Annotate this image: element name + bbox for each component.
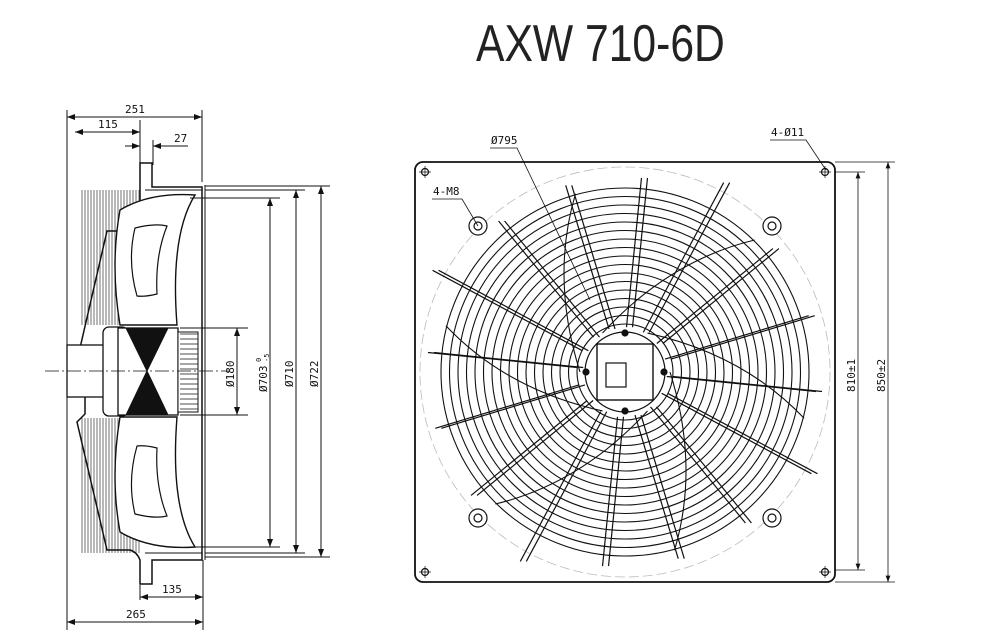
dim-d703-group: Ø703 0 -5 bbox=[255, 354, 271, 392]
guard-spoke bbox=[664, 315, 809, 360]
guard-spoke bbox=[650, 406, 746, 524]
hole-crosshair bbox=[419, 166, 431, 178]
blade-edge bbox=[602, 239, 755, 334]
guard-ring bbox=[482, 229, 768, 515]
guard-spoke bbox=[672, 375, 823, 393]
guard-ring bbox=[516, 263, 734, 481]
guard-spoke bbox=[441, 384, 586, 429]
motor-mount-lug bbox=[762, 508, 782, 528]
guard-ring bbox=[457, 204, 793, 540]
guard-ring bbox=[576, 323, 674, 421]
hub-bolt bbox=[621, 407, 629, 415]
guard-spoke bbox=[670, 315, 815, 360]
tol-upper: 0 bbox=[255, 358, 263, 362]
guard-spoke bbox=[435, 384, 580, 429]
hole-crosshair bbox=[819, 566, 831, 578]
guard-ring bbox=[474, 221, 776, 523]
guard-ring bbox=[559, 306, 691, 438]
dim-27: 27 bbox=[174, 132, 187, 145]
front-view bbox=[414, 139, 895, 583]
guard-ring bbox=[525, 272, 725, 472]
guard-spoke bbox=[648, 182, 731, 333]
guard-spoke bbox=[433, 351, 584, 369]
dim-251: 251 bbox=[125, 103, 145, 116]
guard-ring bbox=[533, 280, 717, 464]
guard-spoke bbox=[661, 392, 812, 475]
dim-d703: Ø703 bbox=[257, 366, 270, 393]
guard-spoke bbox=[625, 177, 643, 328]
guard-spoke bbox=[504, 220, 600, 338]
blade-edge bbox=[445, 325, 603, 412]
guard-spoke bbox=[640, 414, 685, 559]
guard-spoke bbox=[565, 185, 610, 330]
blade-edge bbox=[495, 410, 648, 505]
guard-spoke bbox=[662, 248, 780, 344]
front-view-labels: Ø795 4-Ø11 4-M8 810±1 850±2 bbox=[433, 126, 888, 392]
dim-d180: Ø180 bbox=[224, 361, 237, 388]
dim-d722: Ø722 bbox=[308, 361, 321, 388]
label-mount-holes: 4-Ø11 bbox=[771, 126, 804, 139]
hub-bolt bbox=[660, 368, 668, 376]
guard-spoke bbox=[476, 400, 594, 496]
guard-spoke bbox=[634, 414, 679, 559]
guard-ring bbox=[448, 195, 802, 549]
tol-lower: -5 bbox=[263, 354, 271, 362]
guard-spoke bbox=[498, 220, 594, 338]
guard-ring bbox=[440, 187, 810, 557]
m8-hole bbox=[767, 221, 777, 231]
dim-850: 850±2 bbox=[875, 359, 888, 392]
hole-crosshair bbox=[419, 566, 431, 578]
dim-135: 135 bbox=[162, 583, 182, 596]
guard-spoke bbox=[667, 392, 818, 475]
guard-ring bbox=[465, 212, 785, 532]
guard-ring bbox=[550, 297, 700, 447]
m8-hole bbox=[767, 513, 777, 523]
dim-265: 265 bbox=[126, 608, 146, 621]
side-view bbox=[45, 110, 330, 630]
side-view-labels: 251 115 27 135 265 Ø180 Ø703 0 -5 Ø710 Ø… bbox=[98, 103, 321, 621]
guard-ring bbox=[567, 314, 683, 430]
label-motor-threads: 4-M8 bbox=[433, 185, 460, 198]
guard-spoke bbox=[642, 182, 725, 333]
motor-mount-lug bbox=[468, 508, 488, 528]
guard-spoke bbox=[656, 248, 774, 344]
label-guard-diameter: Ø795 bbox=[491, 134, 518, 147]
guard-ring bbox=[542, 289, 708, 455]
guard-spoke bbox=[525, 411, 608, 562]
m8-hole bbox=[473, 513, 483, 523]
dim-810: 810±1 bbox=[845, 359, 858, 392]
blade-edge bbox=[563, 193, 581, 373]
motor-mount-lug bbox=[762, 216, 782, 236]
hub-bolt bbox=[621, 329, 629, 337]
guard-spoke bbox=[571, 185, 616, 330]
model-title: AXW 710-6D bbox=[476, 15, 725, 73]
guard-ring bbox=[491, 238, 759, 506]
guard-ring bbox=[499, 246, 751, 498]
guard-spoke bbox=[601, 416, 619, 567]
guard-ring bbox=[508, 255, 742, 489]
dim-115: 115 bbox=[98, 118, 118, 131]
guard-spoke bbox=[631, 177, 649, 328]
dim-d710: Ø710 bbox=[283, 361, 296, 388]
guard-spoke bbox=[656, 406, 752, 524]
blade-edge bbox=[669, 371, 687, 551]
blade-edge bbox=[647, 332, 805, 419]
guard-spoke bbox=[607, 416, 625, 567]
guard-spoke bbox=[432, 269, 583, 352]
guard-spoke bbox=[438, 269, 589, 352]
m8-hole bbox=[473, 221, 483, 231]
hub-bolt bbox=[582, 368, 590, 376]
guard-spoke bbox=[470, 400, 588, 496]
guard-spoke bbox=[519, 411, 602, 562]
